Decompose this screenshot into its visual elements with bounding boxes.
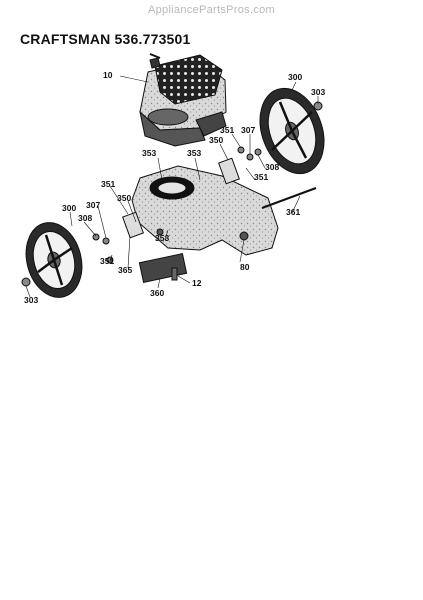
wheel-right <box>259 87 325 175</box>
label-365: 365 <box>118 265 132 275</box>
axle-rod <box>261 187 317 209</box>
label-300b: 300 <box>62 203 76 213</box>
label-308b: 308 <box>78 213 92 223</box>
label-351c: 351 <box>101 179 115 189</box>
decal-360 <box>138 253 188 283</box>
engine-assembly <box>139 53 227 147</box>
label-303b: 303 <box>24 295 38 305</box>
label-361: 361 <box>286 207 300 217</box>
label-353b: 353 <box>187 148 201 158</box>
label-307a: 307 <box>241 125 255 135</box>
label-12: 12 <box>192 278 202 288</box>
label-350b: 350 <box>117 193 131 203</box>
wheel-left <box>25 222 83 298</box>
label-353c: 353 <box>155 233 169 243</box>
label-350a: 350 <box>209 135 223 145</box>
label-10: 10 <box>103 70 113 80</box>
bracket-right <box>218 157 240 185</box>
label-307b: 307 <box>86 200 100 210</box>
label-303a: 303 <box>311 87 325 97</box>
leader-lines <box>25 75 319 298</box>
label-351d: 351 <box>100 256 114 266</box>
label-80: 80 <box>240 262 250 272</box>
label-353a: 353 <box>142 148 156 158</box>
watermark: AppliancePartsPros.com <box>147 4 276 16</box>
label-360: 360 <box>150 288 164 298</box>
label-351a: 351 <box>220 125 234 135</box>
bolt-12 <box>171 267 178 281</box>
label-351b: 351 <box>254 172 268 182</box>
bracket-left <box>122 211 144 239</box>
label-308a: 308 <box>265 162 279 172</box>
label-300a: 300 <box>288 72 302 82</box>
diagram-title: CRAFTSMAN 536.773501 <box>20 31 191 47</box>
deck-frame <box>131 165 279 256</box>
